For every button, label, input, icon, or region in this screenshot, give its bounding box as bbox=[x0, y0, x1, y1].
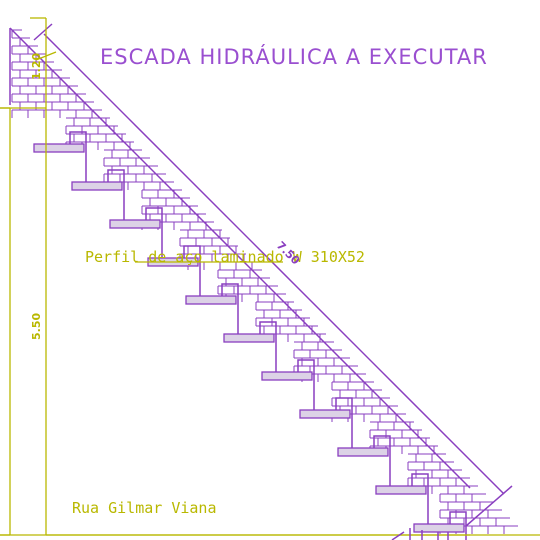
step-tread bbox=[337, 447, 389, 457]
step-tread bbox=[185, 295, 237, 305]
step-riser bbox=[221, 283, 239, 334]
height-dimension-text: 5.50 bbox=[30, 313, 43, 340]
step-tread bbox=[109, 219, 161, 229]
step-tread bbox=[375, 485, 427, 495]
step-riser bbox=[297, 359, 315, 410]
step-riser bbox=[335, 397, 353, 448]
ground-marks bbox=[391, 528, 449, 540]
step-riser bbox=[259, 321, 277, 372]
step-tread bbox=[71, 181, 123, 191]
step-riser bbox=[373, 435, 391, 486]
step-riser bbox=[411, 473, 429, 524]
stair-steps bbox=[33, 131, 467, 540]
step-tread bbox=[261, 371, 313, 381]
step-riser bbox=[145, 207, 163, 258]
step-tread bbox=[413, 523, 465, 533]
step-tread bbox=[223, 333, 275, 343]
drawing-title: ESCADA HIDRÁULICA A EXECUTAR bbox=[100, 44, 488, 69]
stringer-dim-tick-bottom bbox=[465, 485, 513, 527]
top-landing-dimension-text: 1.20 bbox=[30, 53, 43, 80]
stringer-dimension-line bbox=[43, 33, 505, 495]
street-label: Rua Gilmar Viana bbox=[72, 499, 217, 517]
step-riser bbox=[183, 245, 201, 296]
top-landing-dimension bbox=[0, 17, 57, 109]
stringer-dim-tick-top bbox=[33, 23, 53, 41]
step-riser bbox=[449, 511, 467, 540]
step-riser bbox=[69, 131, 87, 182]
step-tread bbox=[299, 409, 351, 419]
step-riser bbox=[107, 169, 125, 220]
profile-label: Perfil de aço laminado W 310X52 bbox=[85, 248, 365, 266]
stringer-top-line bbox=[9, 27, 471, 489]
step-tread bbox=[33, 143, 85, 153]
